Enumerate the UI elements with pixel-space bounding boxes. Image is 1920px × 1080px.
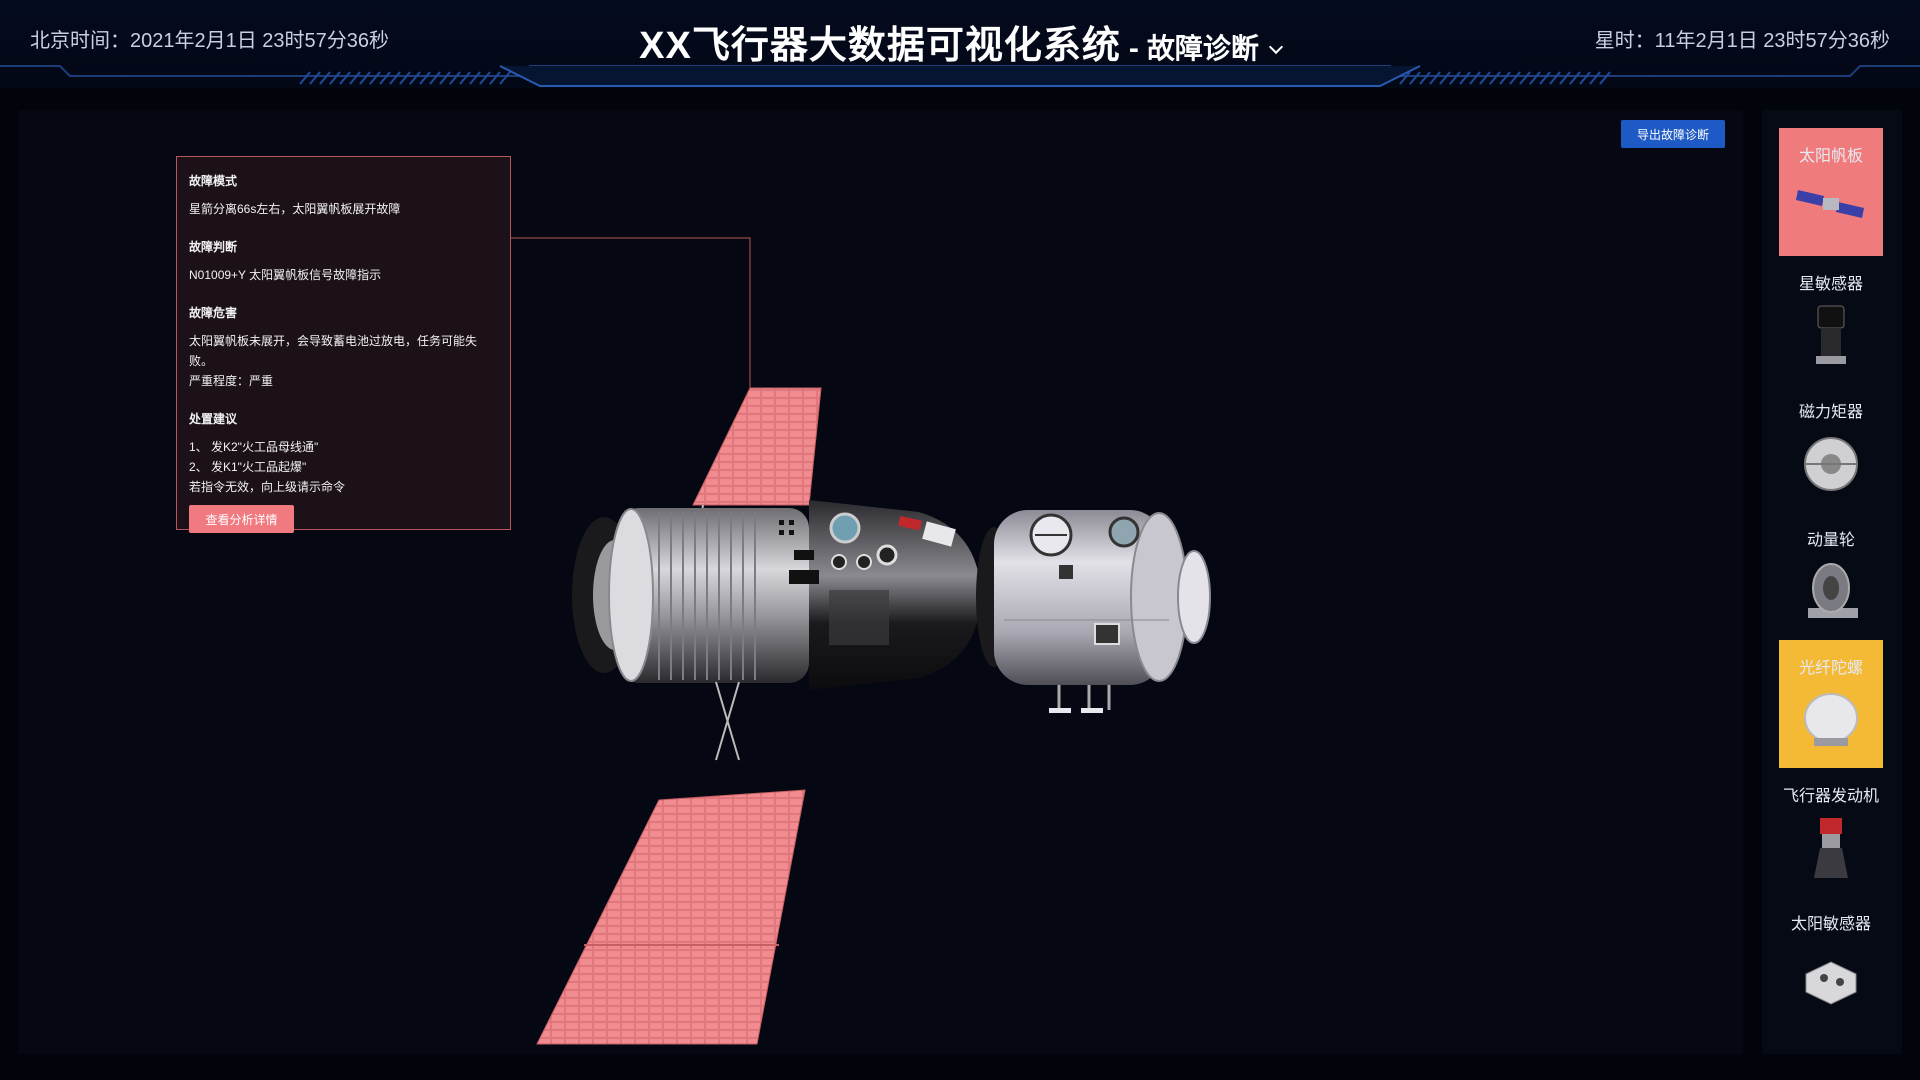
sun-sensor-icon xyxy=(1805,961,1857,1005)
component-momentum-wheel[interactable]: 动量轮 xyxy=(1779,512,1883,640)
fault-judge-title: 故障判断 xyxy=(189,240,238,254)
system-title: XX飞行器大数据可视化系统 xyxy=(639,25,1121,67)
momentum-wheel-icon xyxy=(1808,563,1858,618)
solar-panel-icon xyxy=(1796,190,1864,218)
spacecraft-model xyxy=(511,237,1211,1045)
component-label: 磁力矩器 xyxy=(1798,404,1863,421)
fault-info-panel: 故障模式 星箭分离66s左右，太阳翼帆板展开故障 故障判断 N01009+Y 太… xyxy=(176,156,511,533)
page-title: XX飞行器大数据可视化系统-故障诊断 xyxy=(0,14,1920,69)
fault-mode-section: 故障模式 星箭分离66s左右，太阳翼帆板展开故障 xyxy=(189,171,498,219)
component-label: 星敏感器 xyxy=(1798,276,1863,293)
fault-mode-title: 故障模式 xyxy=(189,174,238,188)
component-magnetorquer[interactable]: 磁力矩器 xyxy=(1779,384,1883,512)
component-sun-sensor[interactable]: 太阳敏感器 xyxy=(1779,896,1883,1024)
component-star-sensor[interactable]: 星敏感器 xyxy=(1779,256,1883,384)
component-label: 飞行器发动机 xyxy=(1782,788,1879,805)
chevron-down-icon xyxy=(1268,39,1283,55)
component-label: 太阳敏感器 xyxy=(1790,916,1871,933)
fault-advice-item: 2、 发K1"火工品起爆" xyxy=(189,460,307,474)
fault-hazard-text: 太阳翼帆板未展开，会导致蓄电池过放电，任务可能失败。 xyxy=(189,334,478,368)
component-label: 光纤陀螺 xyxy=(1798,660,1863,677)
star-sensor-icon xyxy=(1816,305,1846,364)
fault-hazard-title: 故障危害 xyxy=(189,306,238,320)
component-engine[interactable]: 飞行器发动机 xyxy=(1779,768,1883,896)
header-decoration xyxy=(0,65,1920,87)
fault-mode-text: 星箭分离66s左右，太阳翼帆板展开故障 xyxy=(189,202,401,216)
component-label: 动量轮 xyxy=(1806,532,1855,549)
fault-judge-text: N01009+Y 太阳翼帆板信号故障指示 xyxy=(189,268,382,282)
fault-judge-section: 故障判断 N01009+Y 太阳翼帆板信号故障指示 xyxy=(189,237,498,285)
fault-advice-item: 若指令无效，向上级请示命令 xyxy=(189,480,346,494)
fault-advice-item: 1、 发K2"火工品母线通" xyxy=(189,440,319,454)
magnetorquer-icon xyxy=(1804,437,1858,491)
fault-hazard-section: 故障危害 太阳翼帆板未展开，会导致蓄电池过放电，任务可能失败。 严重程度：严重 xyxy=(189,303,498,391)
fault-advice-section: 处置建议 1、 发K2"火工品母线通" 2、 发K1"火工品起爆" 若指令无效，… xyxy=(189,409,498,497)
mode-label: 故障诊断 xyxy=(1146,33,1259,64)
fiber-gyro-icon xyxy=(1804,693,1858,746)
fault-severity-text: 严重程度：严重 xyxy=(189,374,274,388)
beijing-time: 北京时间：2021年2月1日 23时57分36秒 xyxy=(30,30,390,52)
title-separator: - xyxy=(1128,32,1139,65)
export-fault-diagnosis-button[interactable]: 导出故障诊断 xyxy=(1621,120,1725,148)
view-analysis-detail-button[interactable]: 查看分析详情 xyxy=(189,505,294,533)
mode-dropdown[interactable]: 故障诊断 xyxy=(1147,33,1283,64)
engine-icon xyxy=(1814,818,1848,878)
component-fiber-gyro[interactable]: 光纤陀螺 xyxy=(1779,640,1883,768)
fault-advice-title: 处置建议 xyxy=(189,412,238,426)
star-time: 星时：11年2月1日 23时57分36秒 xyxy=(1594,30,1890,52)
component-sidebar: 太阳帆板 星敏感器 磁力矩器 动量轮 光纤陀螺 xyxy=(1762,110,1902,1054)
component-label: 太阳帆板 xyxy=(1798,148,1863,165)
spacecraft-3d-viewport[interactable]: 导出故障诊断 故障模式 星箭分离66s左右，太阳翼帆板展开故障 故障判断 N01… xyxy=(19,110,1743,1054)
top-header: 北京时间：2021年2月1日 23时57分36秒 XX飞行器大数据可视化系统-故… xyxy=(0,0,1920,88)
component-solar-panel[interactable]: 太阳帆板 xyxy=(1779,128,1883,256)
